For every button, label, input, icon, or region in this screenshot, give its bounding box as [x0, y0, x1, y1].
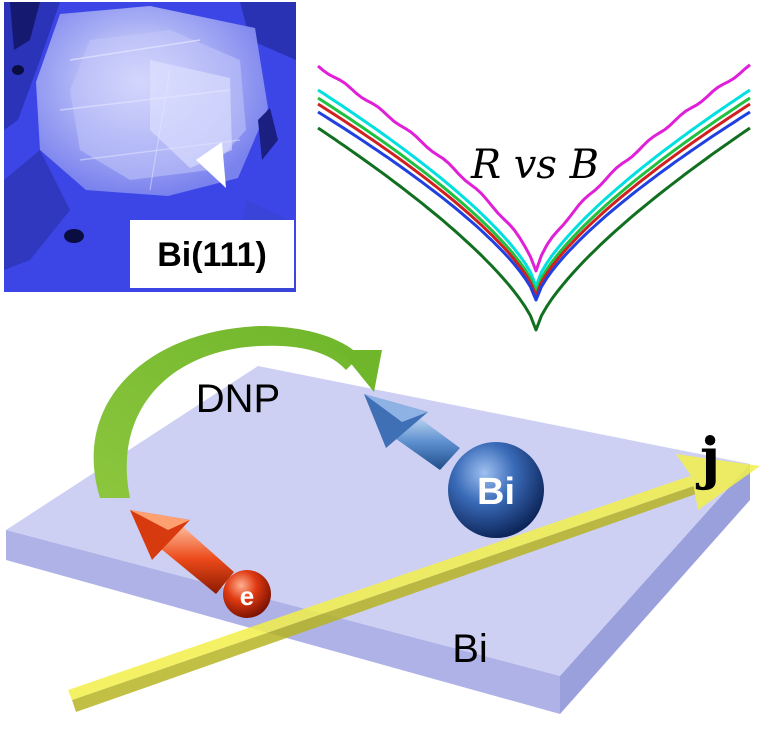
- rvsb-curve: [317, 110, 751, 302]
- rvsb-curve: [317, 88, 751, 288]
- rvsb-curves: [317, 63, 751, 332]
- electron-label: e: [240, 581, 254, 611]
- rvsb-curve: [317, 102, 751, 298]
- dnp-arrow: [93, 326, 382, 498]
- rvsb-curve: [317, 63, 751, 273]
- nuclear-spin-arrow: [364, 394, 460, 470]
- curve-label: R vs B: [470, 142, 599, 188]
- rvsb-curve: [317, 126, 751, 332]
- slab-top-face: [6, 366, 750, 676]
- current-arrow: [68, 454, 760, 712]
- dnp-label: DNP: [196, 377, 280, 421]
- current-label: j: [695, 426, 720, 492]
- slab-side-face: [560, 464, 750, 714]
- slab-label: Bi: [452, 627, 488, 671]
- bi-nucleus: [448, 442, 544, 538]
- stm-label: Bi(111): [157, 236, 267, 274]
- bi-slab: [6, 366, 750, 714]
- electron-spin-arrow: [130, 510, 234, 594]
- nucleus-label: Bi: [477, 471, 515, 513]
- electron: [223, 570, 271, 618]
- stm-label-box: [130, 220, 294, 288]
